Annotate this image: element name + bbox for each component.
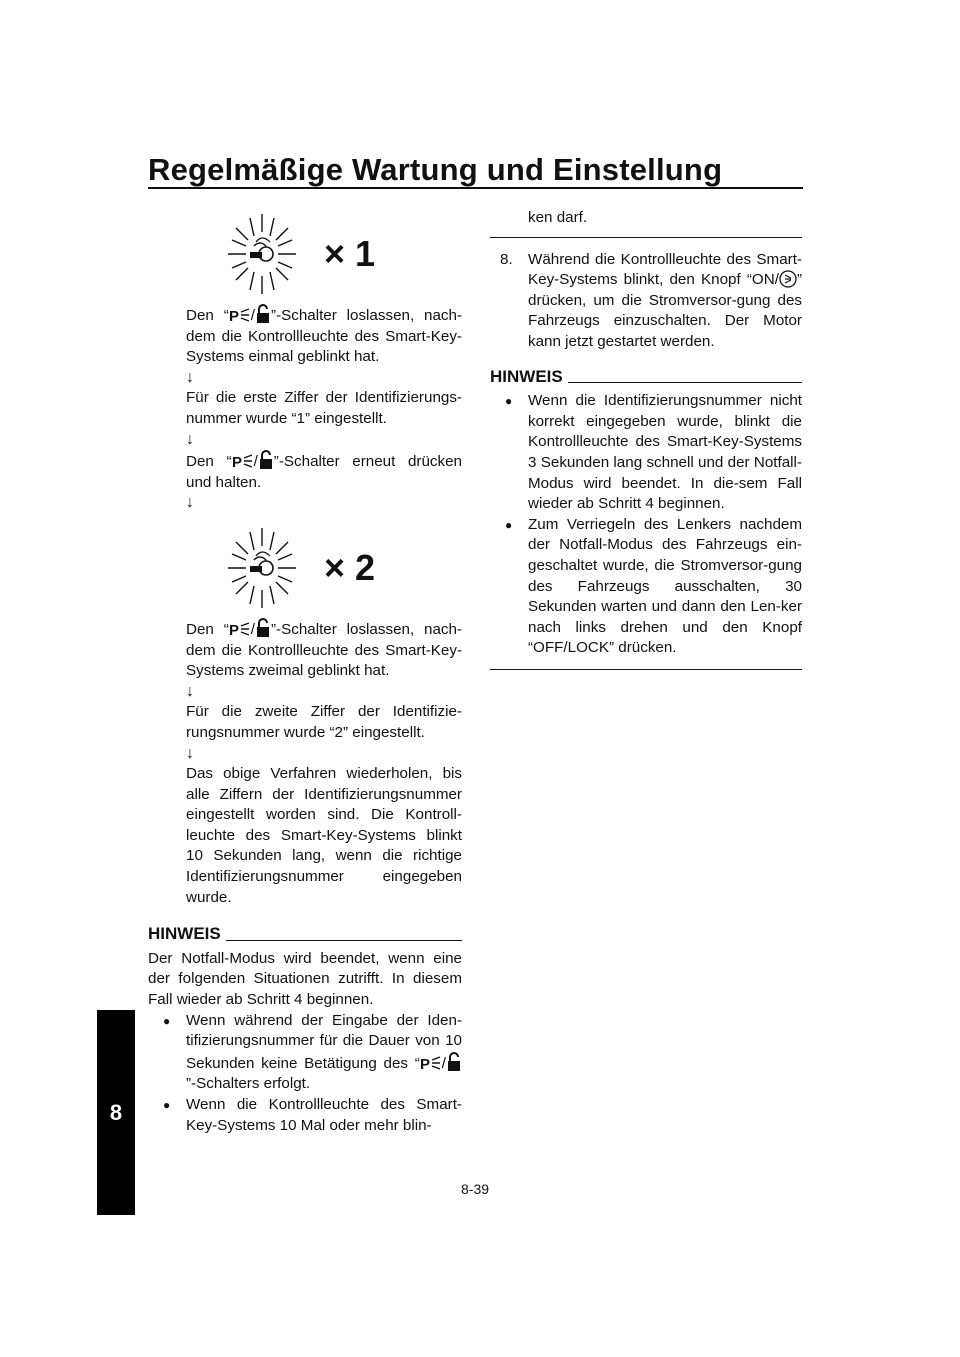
list-item: Zum Verriegeln des Lenkers nachdem der N… bbox=[490, 515, 802, 659]
blinking-lamp-1: × 1 bbox=[224, 204, 462, 304]
separator bbox=[490, 668, 802, 670]
instruction-press-hold: Den “P/”-Schalter erneut drücken und hal… bbox=[186, 450, 462, 493]
title-rule bbox=[148, 187, 803, 189]
smart-key-icon: P bbox=[229, 622, 249, 638]
hinweis-heading: HINWEIS bbox=[490, 367, 802, 388]
arrow-3: ↓ bbox=[186, 494, 194, 512]
smart-key-button-icon bbox=[779, 270, 797, 288]
svg-text:P: P bbox=[420, 1056, 430, 1072]
arrow-2: ↓ bbox=[186, 430, 194, 448]
step-8: 8. Während die Kontrollleuchte des Smart… bbox=[500, 250, 802, 350]
hinweis-intro: Der Notfall-Modus wird beendet, wenn ein… bbox=[148, 949, 462, 1009]
page-title: Regelmäßige Wartung und Einstellung bbox=[148, 152, 723, 187]
unlock-icon bbox=[256, 304, 269, 323]
smart-key-icon: P bbox=[420, 1056, 441, 1072]
svg-text:P: P bbox=[229, 308, 239, 324]
separator bbox=[490, 236, 802, 238]
chapter-tab: 8 bbox=[97, 1010, 135, 1215]
unlock-icon bbox=[448, 1051, 460, 1071]
unlock-icon bbox=[256, 617, 269, 637]
list-item: Wenn während der Eingabe der Iden-tifizi… bbox=[148, 1011, 462, 1095]
svg-text:P: P bbox=[229, 622, 239, 638]
arrow-1: ↓ bbox=[186, 368, 194, 386]
unlock-icon bbox=[259, 450, 272, 470]
right-column: ken darf. 8. Während die Kontrollleuchte… bbox=[490, 208, 802, 682]
svg-text:P: P bbox=[232, 454, 242, 470]
repeat-procedure: Das obige Verfahren wiederholen, bis all… bbox=[186, 765, 462, 906]
instruction-release-1: Den “P/”-Schalter loslassen, nach-dem di… bbox=[186, 304, 462, 368]
smart-key-lamp-icon bbox=[228, 527, 296, 608]
instruction-release-2: Den “P/”-Schalter loslassen, nach-dem di… bbox=[186, 617, 462, 682]
smart-key-icon: P bbox=[232, 454, 252, 470]
hinweis-heading: HINWEIS bbox=[148, 924, 462, 945]
list-item: Wenn die Identifizierungsnummer nicht ko… bbox=[490, 391, 802, 515]
page-number: 8-39 bbox=[461, 1181, 490, 1197]
left-column: × 1 Den “P/”-Schalter loslassen, nach-de… bbox=[148, 204, 462, 1136]
first-digit-note: Für die erste Ziffer der Identifizierung… bbox=[186, 389, 462, 427]
second-digit-note: Für die zweite Ziffer der Identifizie-ru… bbox=[186, 703, 462, 741]
arrow-5: ↓ bbox=[186, 744, 194, 762]
blinking-lamp-2: × 2 bbox=[224, 518, 462, 618]
smart-key-lamp-icon bbox=[228, 214, 296, 294]
list-item: Wenn die Kontrollleuchte des Smart-Key-S… bbox=[148, 1095, 462, 1136]
continued-text: ken darf. bbox=[528, 209, 588, 226]
blink-count-2: × 2 bbox=[324, 546, 376, 588]
blink-count-1: × 1 bbox=[324, 233, 376, 274]
smart-key-icon: P bbox=[229, 308, 249, 324]
arrow-4: ↓ bbox=[186, 682, 194, 700]
